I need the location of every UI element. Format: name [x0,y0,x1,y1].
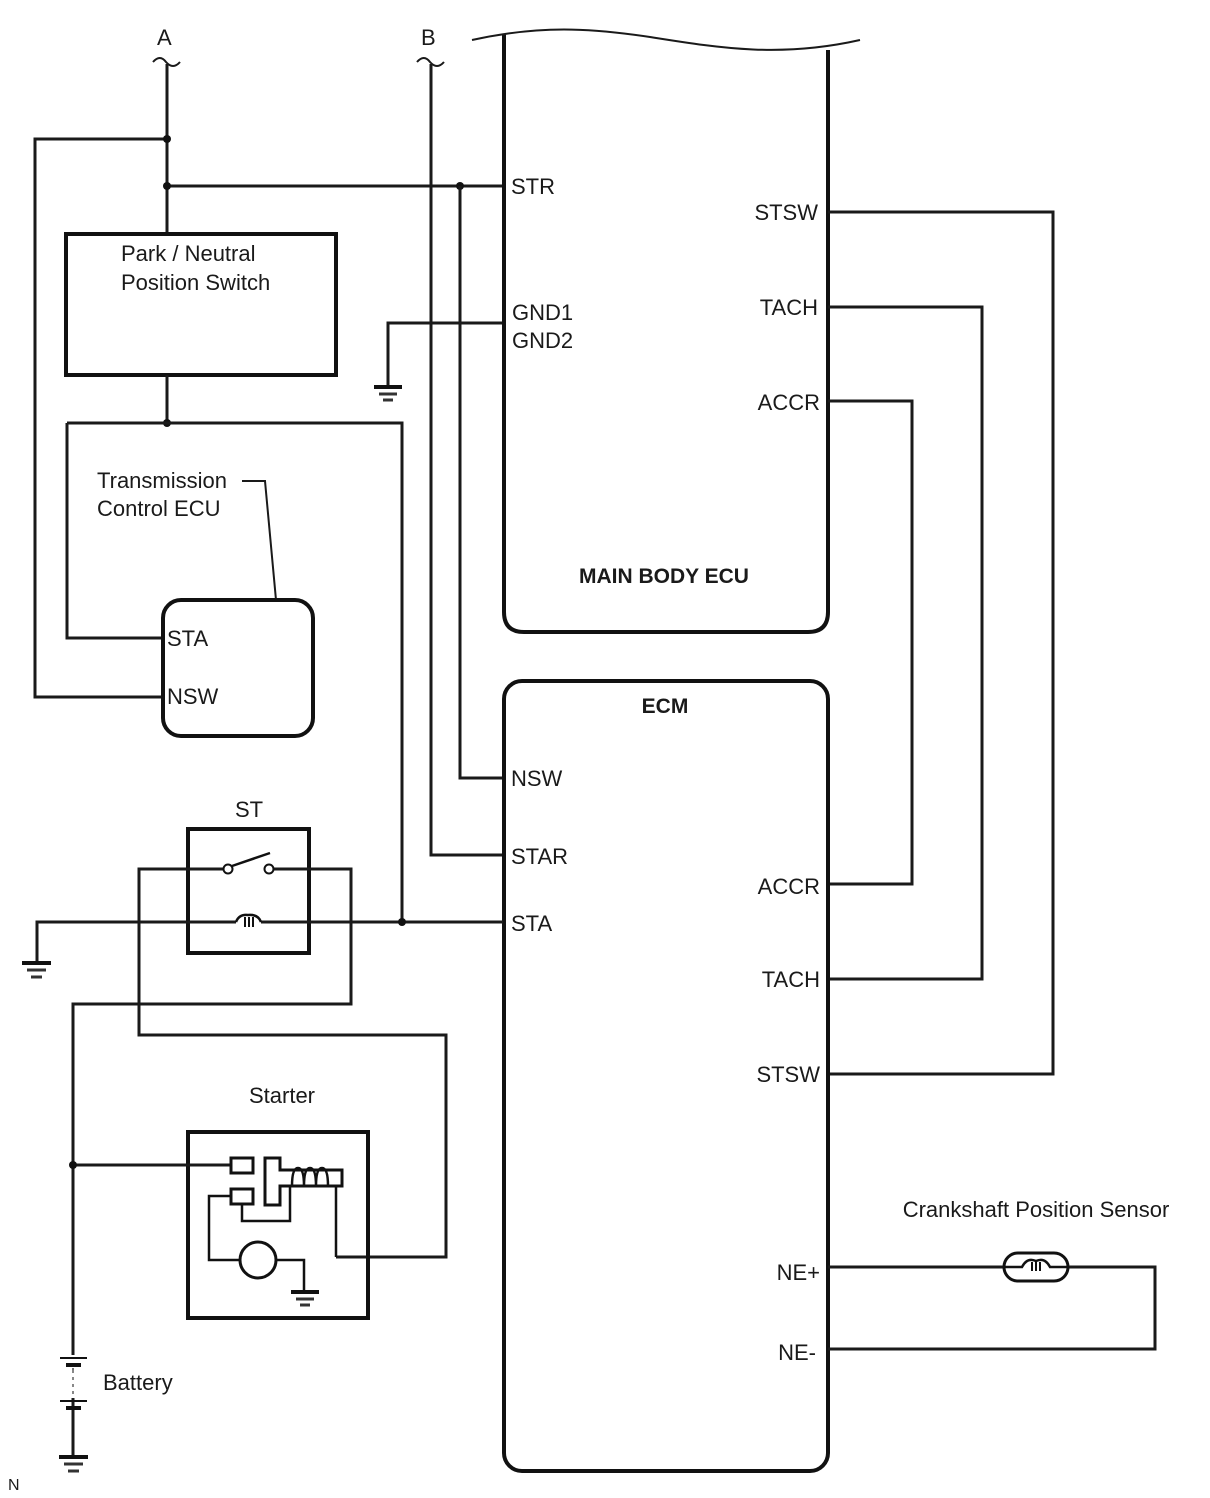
wire-a-to-tcu-nsw [33,137,167,699]
main-body-ecu-box [502,34,830,634]
wire-switch-to-sta [67,421,404,922]
tcu-pin-nsw: NSW [167,684,219,709]
mbecu-pin-tach: TACH [760,295,818,320]
tcu-label-2: Control ECU [97,496,220,521]
wire-stsw [828,210,1055,1076]
connector-a-label: A [157,25,172,50]
wire-gnd [386,321,503,385]
st-relay-box [186,827,311,955]
ecm-pin-stsw: STSW [756,1062,820,1087]
main-body-ecu-title: MAIN BODY ECU [579,565,749,588]
relay-switch-icon [222,851,275,875]
wire-tach [828,305,984,981]
mbecu-pin-gnd2: GND2 [512,328,573,353]
ecm-pin-ne-minus: NE- [778,1340,816,1365]
connector-b-break-icon [416,57,445,67]
junction-dot [163,182,171,190]
mbecu-pin-gnd1: GND1 [512,300,573,325]
connector-a-break-icon [152,57,181,67]
battery-label: Battery [103,1370,173,1395]
crankshaft-sensor-coil-icon [1002,1251,1070,1283]
wire-ecm-nsw [458,186,503,780]
ecm-pin-sta: STA [511,911,552,936]
mbecu-pin-str: STR [511,174,555,199]
wire-ne-minus [828,1265,1157,1351]
starter-motor-icon [238,1240,319,1307]
tcu-pin-sta: STA [167,626,208,651]
ecm-pin-accr: ACCR [758,874,820,899]
starter-solenoid-icon [207,1156,344,1262]
battery-icon [60,1355,87,1410]
ecm-box [502,679,830,1473]
ground-icon [59,1455,88,1473]
connector-b-label: B [421,25,436,50]
wire-st-switch-to-starter [137,867,448,1259]
junction-dot [69,1161,77,1169]
ecm-pin-ne-plus: NE+ [777,1260,820,1285]
mbecu-pin-accr: ACCR [758,390,820,415]
starter-box [186,1130,370,1320]
park-neutral-switch-label-1: Park / Neutral [121,241,256,266]
starter-label: Starter [249,1083,315,1108]
park-neutral-switch-label-2: Position Switch [121,270,270,295]
wire-accr [828,399,914,886]
crankshaft-sensor-label: Crankshaft Position Sensor [903,1197,1170,1222]
ecm-title: ECM [642,695,689,718]
wire-b-to-ecm-star [429,64,503,857]
wire-st-switch-to-battery [71,867,353,1458]
junction-dot [163,135,171,143]
wire-st-coil-ground [35,920,236,962]
park-neutral-switch-box [64,232,338,377]
tcu-box [161,598,315,738]
junction-dot [398,918,406,926]
footer-mark: N [8,1477,20,1494]
tcu-label-1: Transmission [97,468,227,493]
ecm-pin-star: STAR [511,844,568,869]
ecm-pin-nsw: NSW [511,766,563,791]
ecm-pin-tach: TACH [762,967,820,992]
ground-icon [374,385,402,402]
st-relay-label: ST [235,797,263,822]
main-body-ecu-cut-edge [471,28,861,51]
wire-to-tcu-sta [65,423,163,640]
relay-coil-icon [234,913,263,927]
tcu-leader-line [242,480,277,601]
ground-icon [22,961,51,979]
mbecu-pin-stsw: STSW [754,200,818,225]
